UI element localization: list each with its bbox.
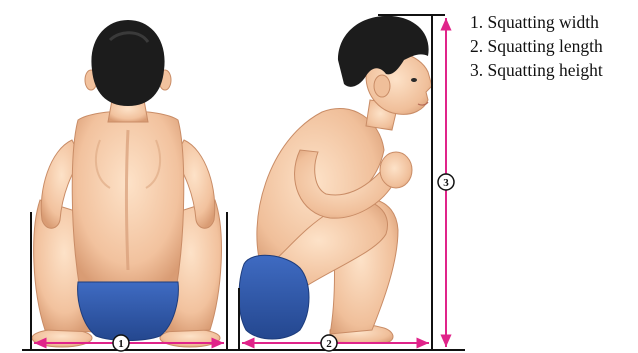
legend-item-label: Squatting height <box>488 60 603 80</box>
spine-shadow <box>127 130 129 270</box>
length-marker: 2 <box>321 335 337 351</box>
side-shorts <box>239 255 309 339</box>
legend-item-width: 1. Squatting width <box>470 10 603 34</box>
length-marker-label: 2 <box>326 338 332 350</box>
measurement-legend: 1. Squatting width 2. Squatting length 3… <box>470 10 603 82</box>
back-shorts <box>78 282 179 341</box>
side-view-figure <box>239 16 432 343</box>
height-marker-label: 3 <box>443 177 449 189</box>
side-ear <box>374 75 390 97</box>
legend-item-number: 2. <box>470 36 483 56</box>
width-marker-label: 1 <box>118 338 124 350</box>
legend-item-label: Squatting length <box>488 36 603 56</box>
back-view-figure <box>32 20 221 347</box>
width-marker: 1 <box>113 335 129 351</box>
legend-item-number: 1. <box>470 12 483 32</box>
legend-item-label: Squatting width <box>488 12 599 32</box>
legend-item-length: 2. Squatting length <box>470 34 603 58</box>
legend-item-height: 3. Squatting height <box>470 58 603 82</box>
side-eye <box>411 78 417 82</box>
side-hands <box>380 152 412 188</box>
legend-item-number: 3. <box>470 60 483 80</box>
height-marker: 3 <box>438 174 454 190</box>
